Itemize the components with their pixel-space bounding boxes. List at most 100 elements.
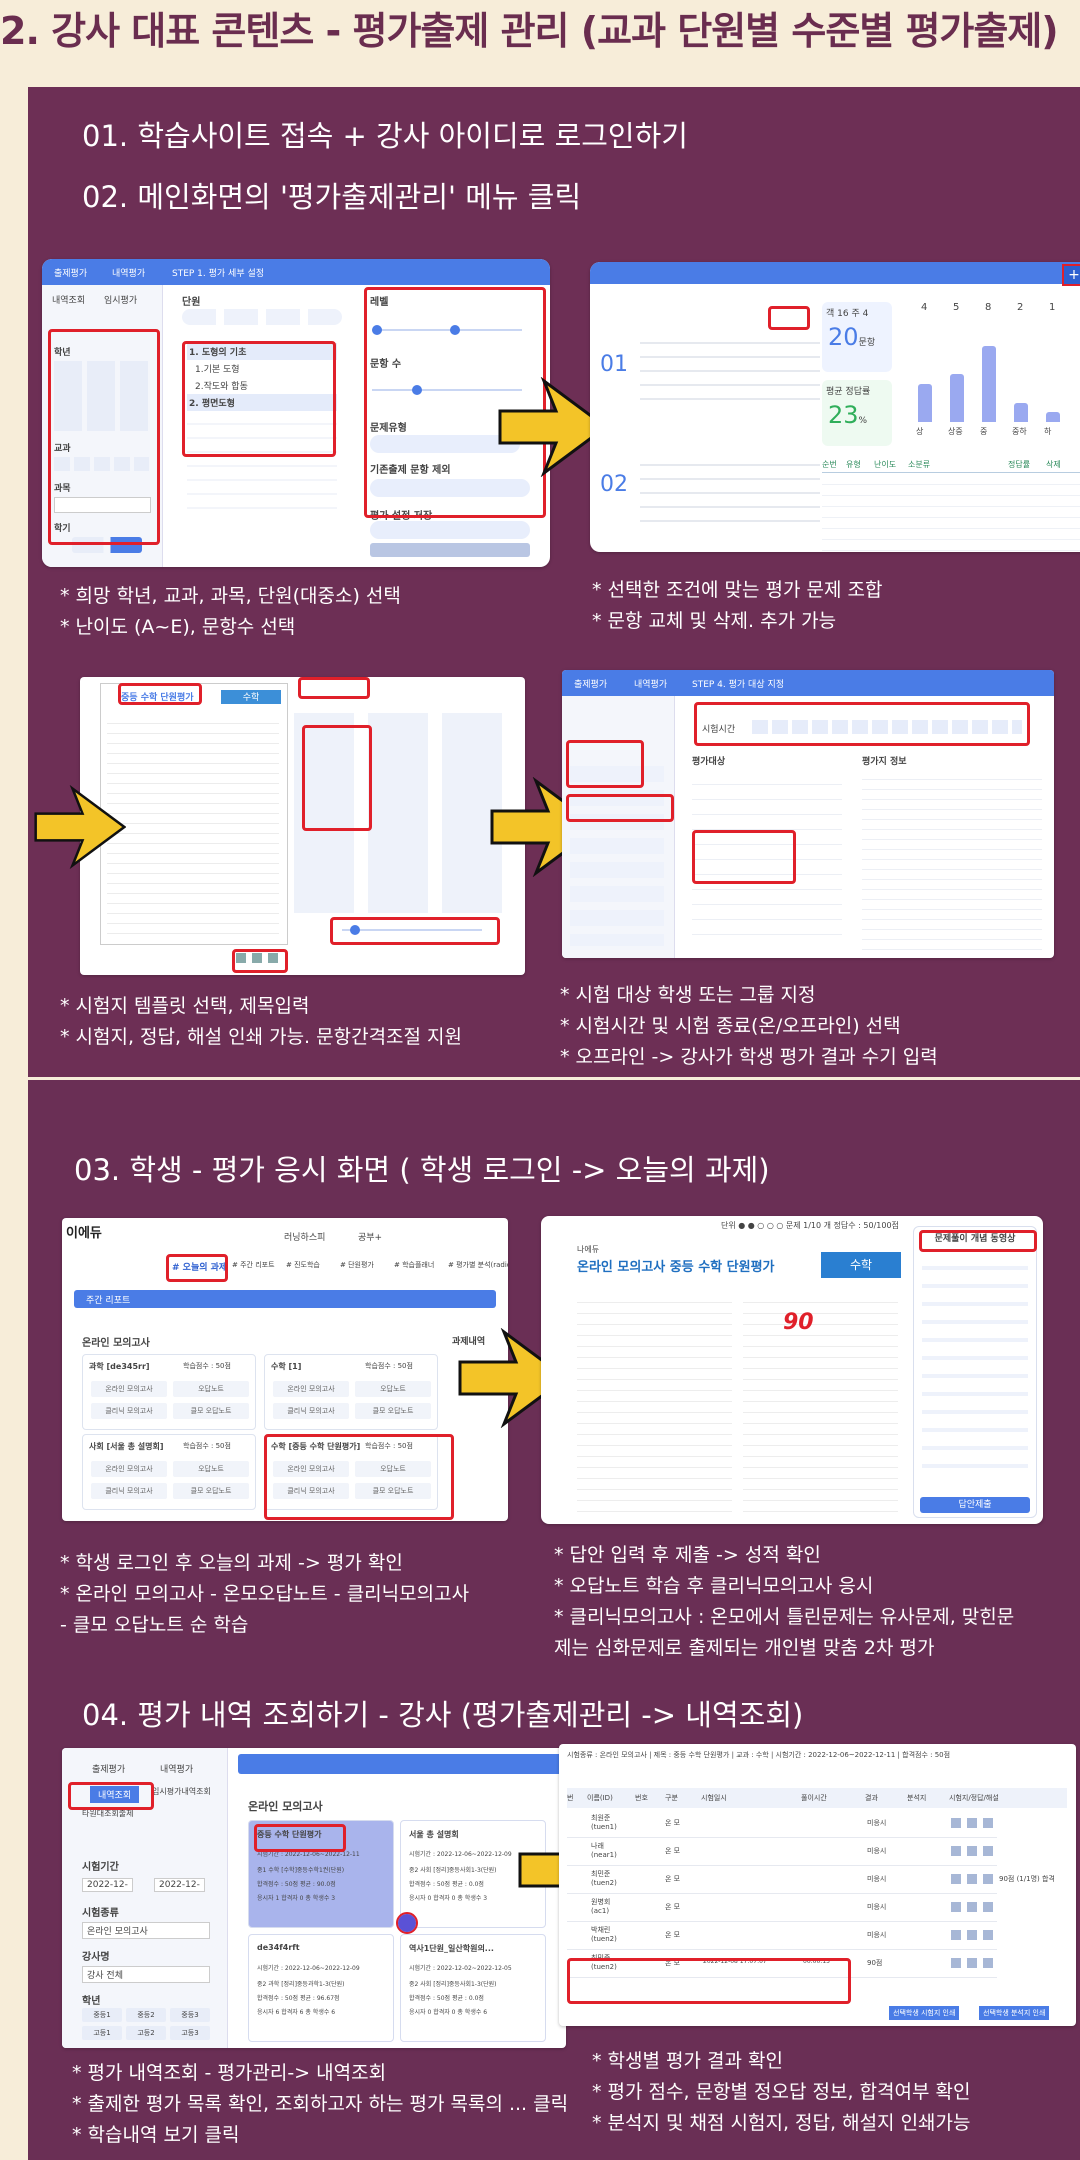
nav-other[interactable]: 타원대조회출제 [82, 1809, 134, 1818]
add-question-button[interactable]: + [1062, 264, 1080, 286]
task-action-button[interactable]: 클모 오답노트 [173, 1483, 249, 1499]
nav-exam[interactable]: 출제평가 [92, 1765, 126, 1775]
task-action-button[interactable]: 클리닉 모의고사 [273, 1403, 349, 1419]
grade-button[interactable]: 중등1 [82, 2008, 122, 2022]
tab-today[interactable]: # 오늘의 과제 [172, 1263, 228, 1273]
template-thumbs[interactable] [294, 713, 514, 913]
group-buttons[interactable] [570, 766, 664, 946]
file-icons[interactable] [951, 1958, 995, 1968]
caption-template: * 시험지 템플릿 선택, 제목입력 * 시험지, 정답, 해설 인쇄 가능. … [60, 991, 462, 1053]
file-icons[interactable] [951, 1846, 995, 1856]
student-checklist[interactable] [692, 770, 842, 940]
nav-tab[interactable]: # 주간 리포트 [232, 1261, 275, 1269]
unit-item[interactable]: 2. 평면도형 [187, 394, 337, 411]
level-slider-track[interactable] [372, 329, 522, 331]
video-list[interactable] [922, 1252, 1028, 1472]
nav-tab[interactable]: # 평가별 분석(radio) [448, 1261, 508, 1269]
date-from[interactable]: 2022-12- [82, 1878, 133, 1892]
table-header-cell: 삭제 [1046, 460, 1061, 469]
nav-a[interactable]: 러닝하스피 [284, 1233, 326, 1243]
spacing-slider[interactable] [342, 929, 482, 931]
grade-button[interactable]: 고등3 [170, 2026, 210, 2040]
submit-button[interactable]: 답안제출 [920, 1497, 1030, 1513]
nav-temp[interactable]: 임시평가 [104, 296, 138, 306]
count-slider-track[interactable] [372, 389, 522, 391]
exclude-options[interactable] [370, 479, 530, 497]
result-header: 시험종류 : 온라인 모의고사 | 제목 : 중등 수학 단원평가 | 교과 :… [567, 1751, 951, 1759]
more-button[interactable] [396, 1912, 418, 1934]
caption-student: * 학생 로그인 후 오늘의 과제 -> 평가 확인 * 온라인 모의고사 - … [60, 1548, 469, 1641]
unit-tabs[interactable] [182, 309, 342, 325]
file-icons[interactable] [951, 1930, 995, 1940]
task-action-button[interactable]: 오답노트 [173, 1461, 249, 1477]
next-button[interactable] [370, 543, 530, 557]
nav-b[interactable]: 공부+ [358, 1233, 383, 1243]
print-buttons[interactable] [236, 953, 278, 963]
print-analysis-button[interactable]: 선택학생 분석지 인쇄 [979, 2006, 1050, 2020]
exam-card[interactable]: 역사1단원_일산학원의...시험기간 : 2022-12-02~2022-12-… [400, 1934, 546, 2042]
file-icons[interactable] [951, 1818, 995, 1828]
week-bar: 주간 리포트 [74, 1290, 496, 1308]
task-action-button[interactable]: 오답노트 [355, 1461, 431, 1477]
level-slider-handle[interactable] [372, 325, 382, 335]
task-action-button[interactable]: 클리닉 모의고사 [91, 1483, 167, 1499]
task-action-button[interactable]: 클리닉 모의고사 [273, 1483, 349, 1499]
teacher-select[interactable]: 강사 전체 [82, 1966, 210, 1983]
nav-tab[interactable]: # 단원평가 [340, 1261, 374, 1269]
app-logo[interactable]: 이에듀 [66, 1226, 102, 1241]
nav-exam[interactable]: 출제평가 [54, 269, 88, 279]
task-action-button[interactable]: 오답노트 [355, 1381, 431, 1397]
task-action-button[interactable]: 온라인 모의고사 [273, 1461, 349, 1477]
print-test-button[interactable]: 선택학생 시험지 인쇄 [889, 2006, 960, 2020]
qtype-options[interactable] [370, 435, 520, 453]
course-select[interactable] [54, 497, 151, 513]
task-action-button[interactable]: 온라인 모의고사 [273, 1381, 349, 1397]
nav-lookup[interactable]: 내역조회 [52, 296, 86, 306]
spacing-slider-handle[interactable] [350, 925, 360, 935]
task-action-button[interactable]: 온라인 모의고사 [91, 1461, 167, 1477]
unit-item[interactable]: 2.작도와 합동 [195, 382, 248, 392]
kind-select[interactable]: 온라인 모의고사 [82, 1922, 210, 1939]
nav-temp[interactable]: 임시평가내역조회 [152, 1787, 211, 1796]
grade-buttons[interactable] [54, 361, 149, 431]
save-options[interactable] [370, 521, 530, 539]
grade-button[interactable]: 고등1 [82, 2026, 122, 2040]
task-action-button[interactable]: 클모 오답노트 [355, 1403, 431, 1419]
file-icons[interactable] [951, 1902, 995, 1912]
task-action-button[interactable]: 오답노트 [173, 1381, 249, 1397]
nav-history[interactable]: 내역평가 [634, 680, 668, 690]
qtype-label: 문제유형 [370, 423, 407, 434]
grade-button[interactable]: 중등3 [170, 2008, 210, 2022]
level-slider-handle[interactable] [450, 325, 460, 335]
nav-tab[interactable]: # 진도학습 [286, 1261, 320, 1269]
task-action-button[interactable]: 온라인 모의고사 [91, 1381, 167, 1397]
caption-line: * 학습내역 보기 클릭 [72, 2124, 240, 2146]
count-slider-handle[interactable] [412, 385, 422, 395]
grade-buttons: 중등1 중등2 중등3 고등1 고등2 고등3 [82, 2008, 217, 2044]
task-action-button[interactable]: 클리닉 모의고사 [91, 1403, 167, 1419]
file-icons[interactable] [951, 1874, 995, 1884]
nav-tab[interactable]: # 학습플래너 [394, 1261, 435, 1269]
unit-tree[interactable]: 1. 도형의 기초 1.기본 도형 2.작도와 합동 2. 평면도형 [187, 343, 337, 533]
task-action-button[interactable]: 클모 오답노트 [355, 1483, 431, 1499]
grade-button[interactable]: 중등2 [126, 2008, 166, 2022]
nav-exam[interactable]: 출제평가 [574, 680, 608, 690]
term-buttons[interactable] [72, 537, 142, 553]
nav-history[interactable]: 내역평가 [160, 1765, 194, 1775]
nav-lookup[interactable]: 내역조회 [90, 1786, 140, 1803]
task-action-button[interactable]: 클모 오답노트 [173, 1403, 249, 1419]
nav-history[interactable]: 내역평가 [112, 269, 146, 279]
date-to[interactable]: 2022-12- [154, 1878, 205, 1892]
unit-item[interactable]: 1. 도형의 기초 [187, 343, 337, 360]
subject-buttons[interactable] [54, 457, 149, 471]
time-selector[interactable] [752, 720, 1022, 734]
unit-item[interactable]: 1.기본 도형 [195, 365, 240, 375]
grade-button[interactable]: 고등2 [126, 2026, 166, 2040]
